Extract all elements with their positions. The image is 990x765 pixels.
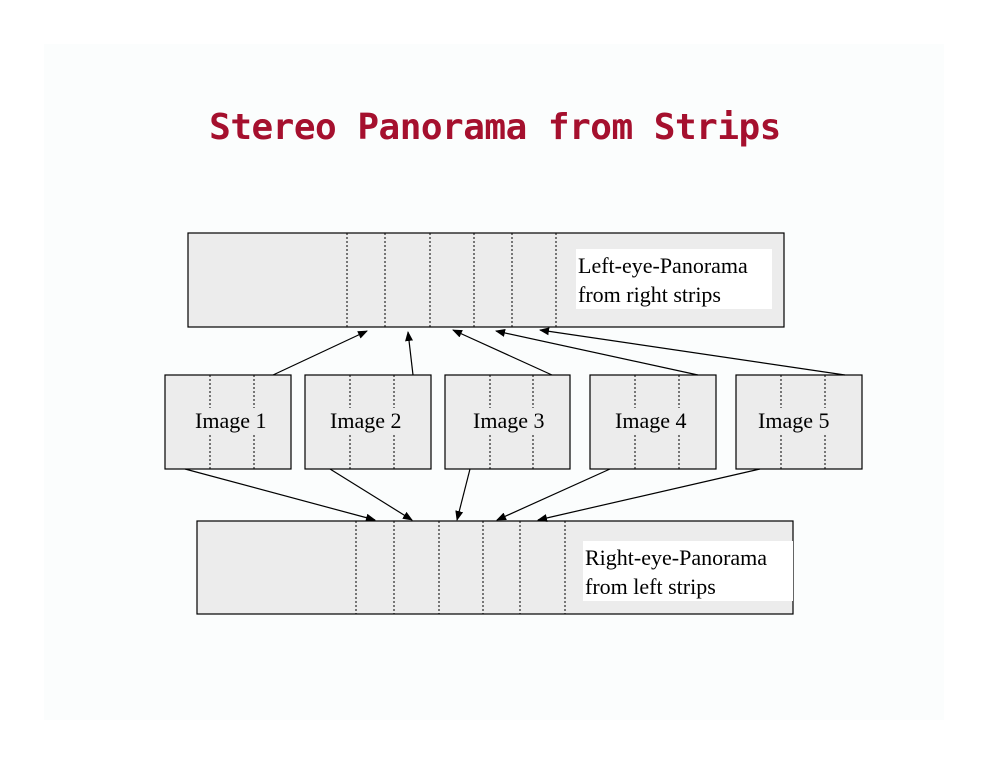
- image-3-label: Image 3: [471, 408, 547, 434]
- image-2-label: Image 2: [328, 408, 404, 434]
- image-boxes: [164, 374, 863, 470]
- arrow-image3-to-left-panorama: [452, 329, 553, 376]
- slide-title: Stereo Panorama from Strips: [209, 107, 781, 148]
- right-eye-panorama-label: Right-eye-Panorama from left strips: [583, 541, 793, 601]
- arrow-image3-to-right-panorama: [455, 468, 471, 521]
- image-4-label: Image 4: [613, 408, 689, 434]
- arrows-to-left-eye-panorama: [272, 327, 846, 376]
- right-eye-panorama-strips: [355, 521, 566, 614]
- image-1-label: Image 1: [193, 408, 269, 434]
- arrow-image1-to-right-panorama: [184, 468, 376, 522]
- arrow-image2-to-left-panorama: [405, 331, 414, 376]
- right-eye-panorama-label-line2: from left strips: [585, 574, 716, 599]
- arrow-image1-to-left-panorama: [272, 330, 368, 376]
- arrow-image4-to-left-panorama: [495, 329, 699, 376]
- arrow-image2-to-right-panorama: [329, 468, 413, 521]
- left-eye-panorama-label-line1: Left-eye-Panorama: [578, 253, 748, 278]
- arrows-to-right-eye-panorama: [184, 468, 761, 522]
- left-eye-panorama-label-line2: from right strips: [578, 282, 721, 307]
- arrow-image5-to-right-panorama: [537, 468, 761, 522]
- arrow-image5-to-left-panorama: [539, 327, 846, 376]
- right-eye-panorama-label-line1: Right-eye-Panorama: [585, 545, 768, 570]
- left-eye-panorama-label: Left-eye-Panorama from right strips: [576, 249, 772, 309]
- image-5-label: Image 5: [756, 408, 832, 434]
- arrow-image4-to-right-panorama: [496, 468, 611, 521]
